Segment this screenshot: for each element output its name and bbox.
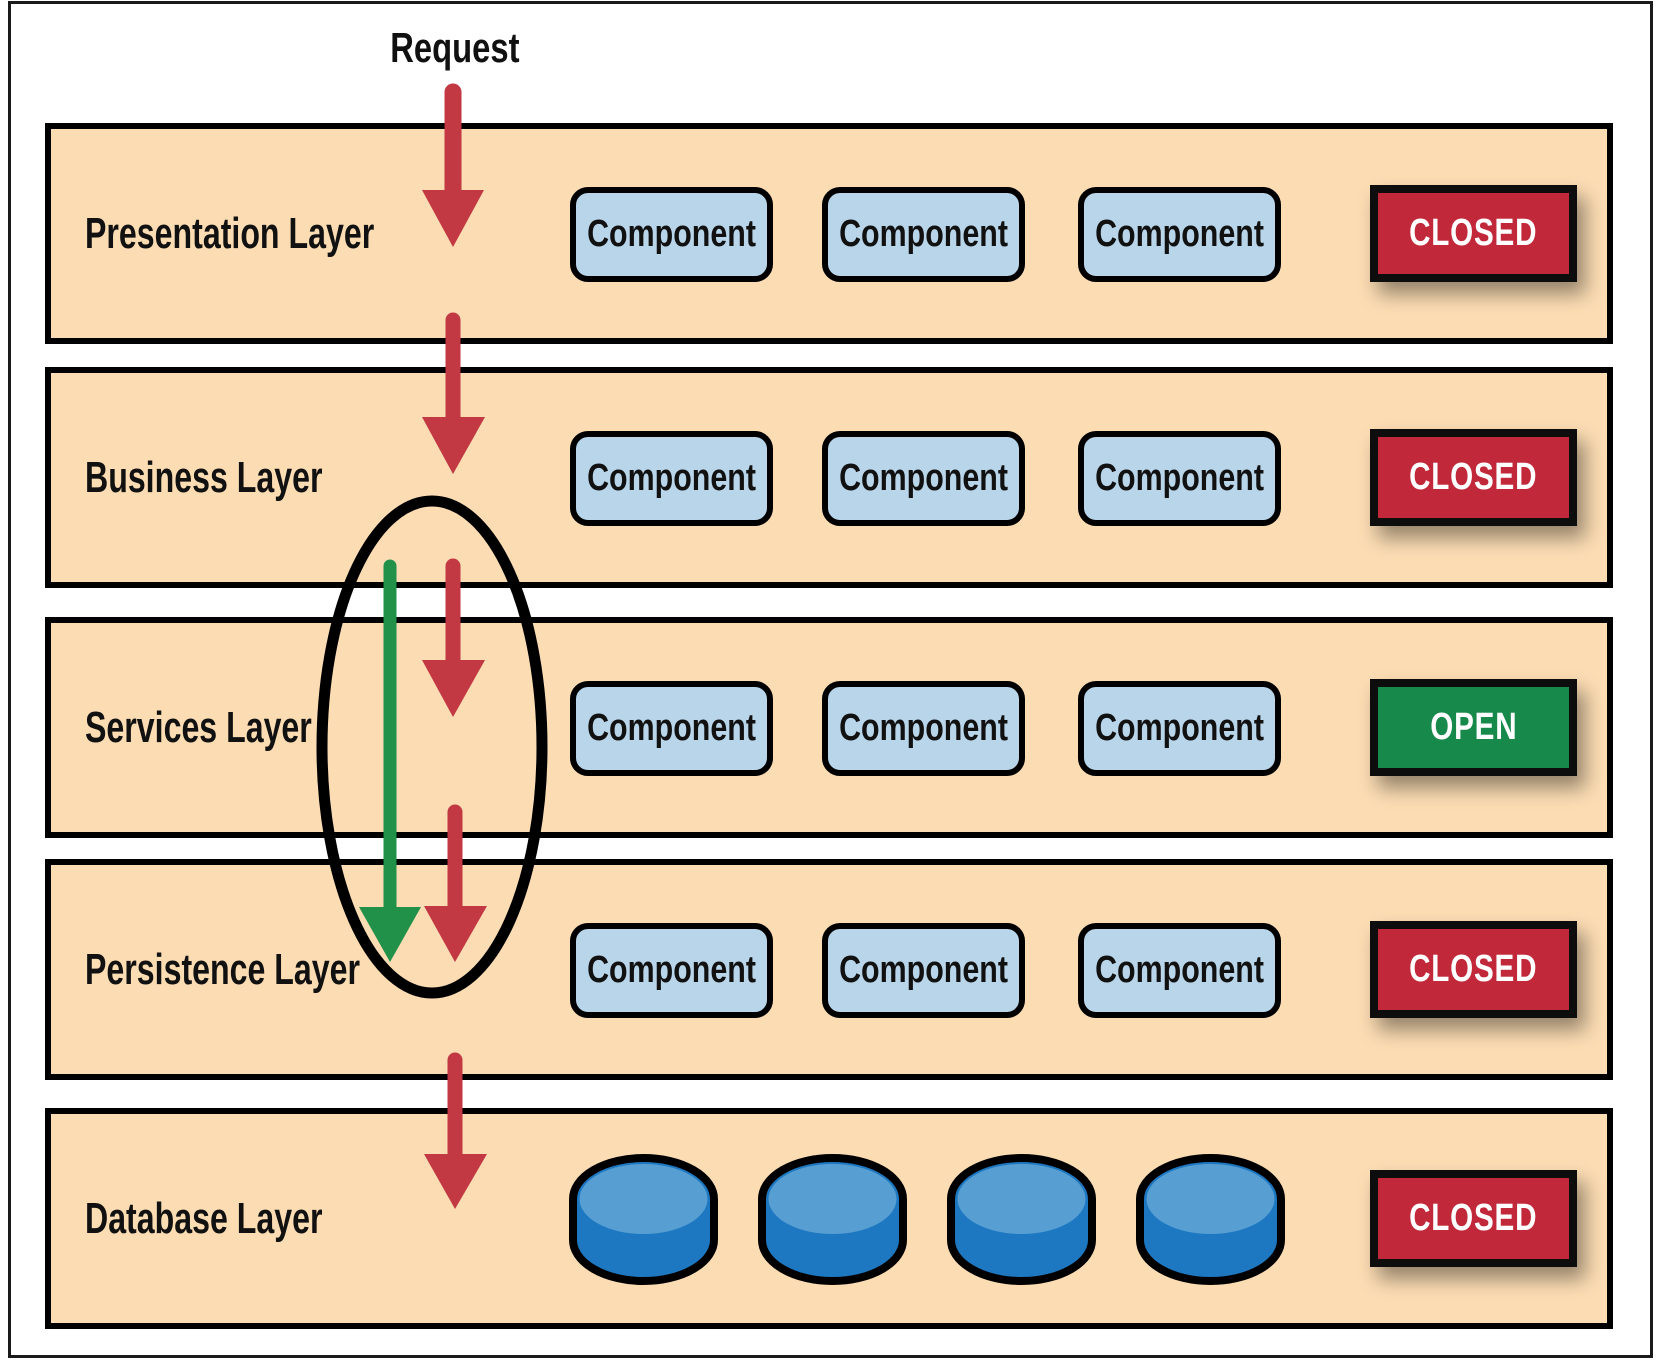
component-box: Component <box>570 923 773 1018</box>
layer-persistence: Persistence Layer Component Component Co… <box>45 859 1613 1080</box>
layer-business: Business Layer Component Component Compo… <box>45 367 1613 588</box>
layer-database-label: Database Layer <box>85 1193 323 1243</box>
layer-services: Services Layer Component Component Compo… <box>45 617 1613 838</box>
closed-status-badge: CLOSED <box>1370 429 1577 526</box>
component-box: Component <box>570 187 773 282</box>
component-box: Component <box>822 431 1025 526</box>
component-box: Component <box>570 681 773 776</box>
closed-status-badge: CLOSED <box>1370 1170 1577 1267</box>
component-box: Component <box>1078 187 1281 282</box>
open-status-badge: OPEN <box>1370 679 1577 776</box>
component-box: Component <box>1078 681 1281 776</box>
database-cylinder-icon <box>569 1154 718 1285</box>
diagram-border <box>8 1 1653 1358</box>
layer-persistence-label: Persistence Layer <box>85 944 360 994</box>
component-box: Component <box>822 681 1025 776</box>
database-cylinder-icon <box>947 1154 1096 1285</box>
closed-status-badge: CLOSED <box>1370 921 1577 1018</box>
component-box: Component <box>822 923 1025 1018</box>
layer-services-label: Services Layer <box>85 702 312 752</box>
layer-presentation-label: Presentation Layer <box>85 208 375 258</box>
request-label-text: Request <box>390 24 520 71</box>
component-box: Component <box>1078 431 1281 526</box>
database-cylinder-icon <box>758 1154 907 1285</box>
component-box: Component <box>570 431 773 526</box>
layer-database: Database Layer CLOSED <box>45 1108 1613 1329</box>
request-label: Request <box>355 24 555 72</box>
database-cylinder-icon <box>1136 1154 1285 1285</box>
component-box: Component <box>1078 923 1281 1018</box>
layer-business-label: Business Layer <box>85 452 323 502</box>
layer-presentation: Presentation Layer Component Component C… <box>45 123 1613 344</box>
component-box: Component <box>822 187 1025 282</box>
closed-status-badge: CLOSED <box>1370 185 1577 282</box>
